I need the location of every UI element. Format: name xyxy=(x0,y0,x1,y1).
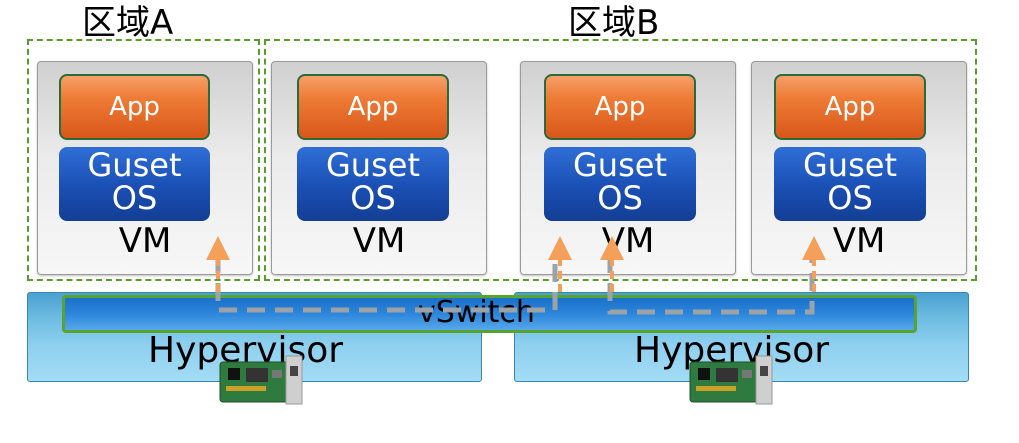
zone-a-label: 区域A xyxy=(82,3,174,43)
vm-4-label: VM xyxy=(832,221,886,261)
network-card-icon xyxy=(689,355,773,405)
link-vm1-vm3 xyxy=(215,255,558,313)
zone-b-label: 区域B xyxy=(568,3,660,43)
vm-2-app: App xyxy=(297,74,449,140)
vswitch-bar xyxy=(62,295,917,333)
vm-2-label: VM xyxy=(352,221,406,261)
link-vm3-vm4 xyxy=(607,255,815,315)
vm-1-label: VM xyxy=(118,221,172,261)
vm-1-app: App xyxy=(59,74,210,140)
zone-b-box xyxy=(264,39,977,281)
zone-a-box xyxy=(27,39,260,281)
network-card-icon xyxy=(219,355,303,405)
vm-3-app: App xyxy=(544,74,696,140)
vm-4-app: App xyxy=(774,74,926,140)
